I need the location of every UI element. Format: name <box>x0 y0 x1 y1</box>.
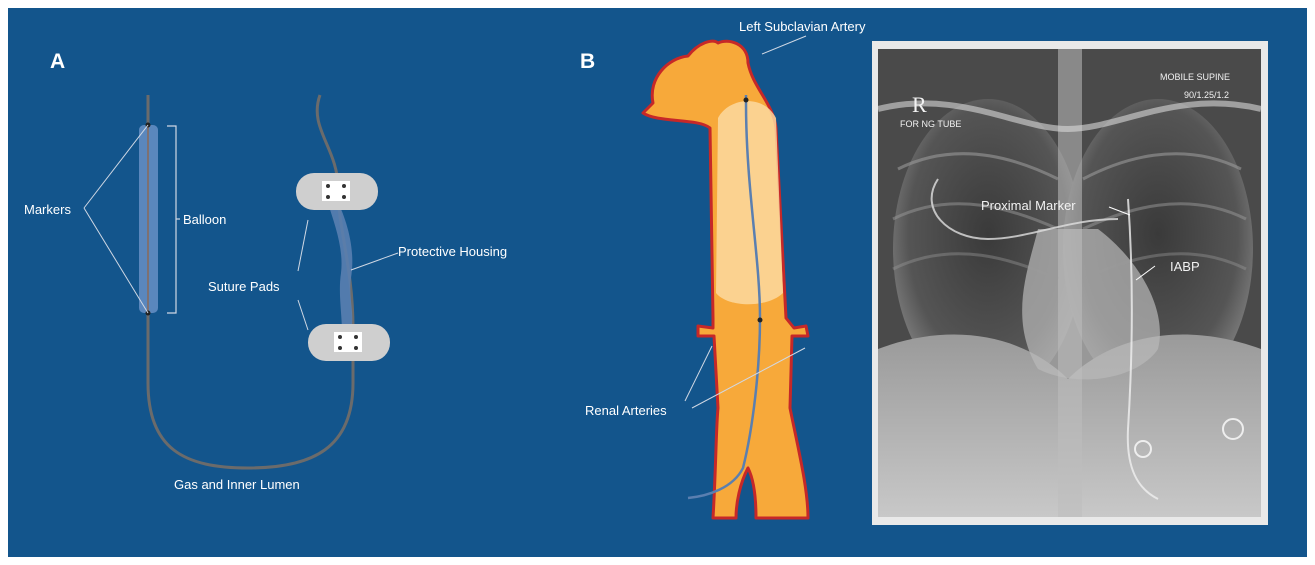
protective-housing-label: Protective Housing <box>398 244 507 259</box>
markers-label: Markers <box>24 202 71 217</box>
xray-ng-tube-text: FOR NG TUBE <box>900 119 961 129</box>
balloon-zone <box>716 101 783 304</box>
gas-lumen-label: Gas and Inner Lumen <box>174 477 300 492</box>
panel-b-letter: B <box>580 50 595 74</box>
aorta-diagram <box>643 41 808 518</box>
xray-settings-text: 90/1.25/1.2 <box>1184 90 1229 100</box>
left-subclavian-label: Left Subclavian Artery <box>739 19 865 34</box>
iabp-label: IABP <box>1170 259 1200 274</box>
figure-panel: A <box>8 8 1307 557</box>
balloon-bracket <box>167 126 176 313</box>
suture-pads-label: Suture Pads <box>208 279 280 294</box>
suture-pad-bottom <box>308 324 390 361</box>
chest-xray-image: R FOR NG TUBE MOBILE SUPINE 90/1.25/1.2 … <box>878 49 1261 517</box>
suture-pad-top <box>296 173 378 210</box>
balloon-label: Balloon <box>183 212 226 227</box>
xray-r-marker: R <box>912 92 927 118</box>
xray-mobile-text: MOBILE SUPINE <box>1160 72 1230 82</box>
proximal-marker-label: Proximal Marker <box>981 198 1076 213</box>
xray-frame: R FOR NG TUBE MOBILE SUPINE 90/1.25/1.2 … <box>872 41 1268 525</box>
protective-housing <box>328 198 352 333</box>
renal-arteries-label: Renal Arteries <box>585 403 667 418</box>
